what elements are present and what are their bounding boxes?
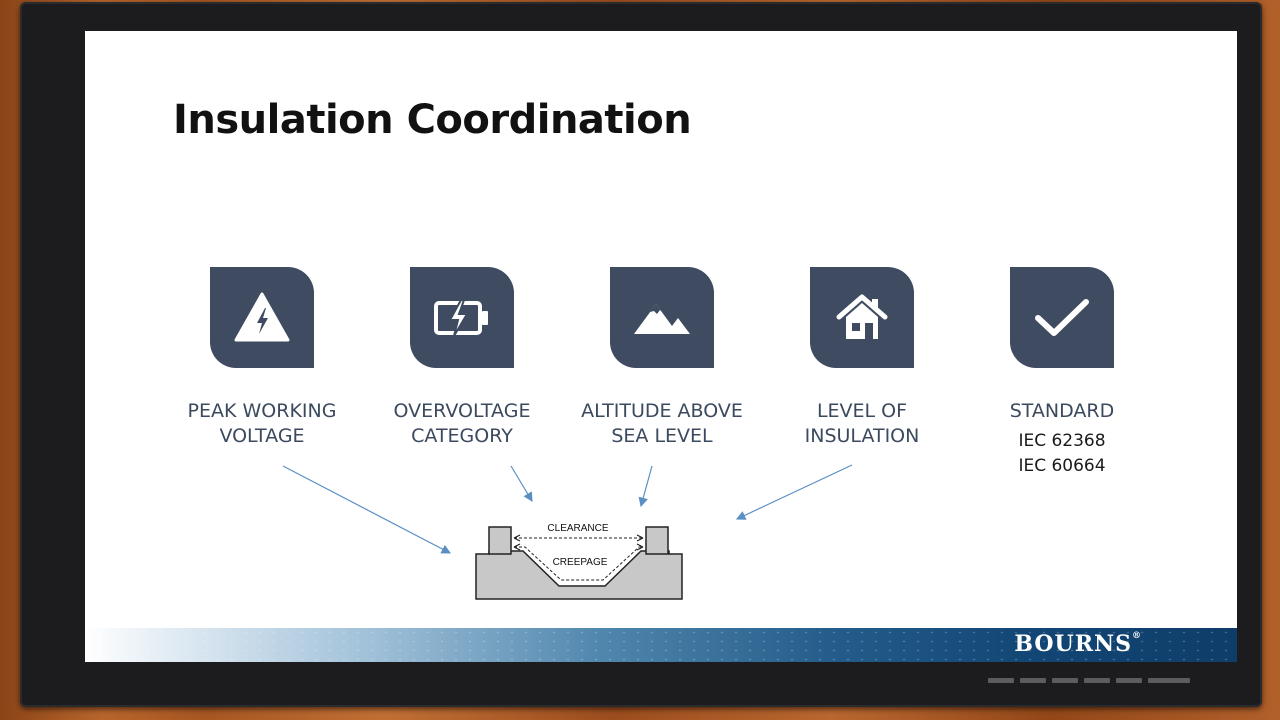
mountain-icon: [634, 303, 690, 334]
clearance-creepage-diagram: CLEARANCE CREEPAGE: [475, 523, 683, 600]
footer-pattern: [85, 628, 1237, 662]
standard-label: STANDARD: [1009, 400, 1115, 422]
connector-arrows: [282, 464, 853, 554]
conductor-left: [488, 526, 512, 555]
standard-item: IEC 60664: [1018, 456, 1106, 476]
label-line: ALTITUDE ABOVE: [581, 400, 743, 422]
label-line: SEA LEVEL: [611, 425, 713, 447]
insulation-level-tile: [810, 267, 914, 368]
house-icon: [836, 294, 888, 339]
monitor-buttons: [988, 678, 1190, 683]
battery-charge-icon: [434, 298, 488, 337]
arrow-peak-voltage: [282, 465, 452, 554]
standards-list: IEC 62368 IEC 60664: [962, 429, 1162, 479]
monitor-button[interactable]: [1116, 678, 1142, 683]
creepage-label: CREEPAGE: [553, 557, 608, 568]
altitude-tile: [610, 267, 714, 368]
peak-voltage-label: PEAK WORKING VOLTAGE: [162, 399, 362, 449]
bourns-logo: BOURNS®: [1014, 631, 1141, 657]
monitor-button[interactable]: [1020, 678, 1046, 683]
registered-mark: ®: [1132, 631, 1141, 641]
slide-footer-band: BOURNS®: [85, 628, 1237, 662]
overvoltage-tile: [410, 267, 514, 368]
altitude-label: ALTITUDE ABOVE SEA LEVEL: [562, 399, 762, 449]
monitor-bezel: Insulation Coordination PEAK WORKING VOL…: [20, 2, 1262, 707]
conductor-right: [645, 526, 669, 555]
clearance-label: CLEARANCE: [547, 523, 608, 534]
logo-text: BOURNS: [1014, 631, 1132, 657]
label-line: CATEGORY: [411, 425, 513, 447]
label-line: VOLTAGE: [219, 425, 305, 447]
label-line: LEVEL OF: [816, 400, 908, 422]
slide-title: Insulation Coordination: [173, 97, 692, 143]
label-line: OVERVOLTAGE: [393, 400, 531, 422]
peak-voltage-tile: [210, 267, 314, 368]
creepage-path: [514, 546, 643, 581]
label-line: INSULATION: [804, 425, 920, 447]
overvoltage-label: OVERVOLTAGE CATEGORY: [362, 399, 562, 449]
monitor-button[interactable]: [1052, 678, 1078, 683]
standard-item: IEC 62368: [1018, 431, 1106, 451]
monitor-button[interactable]: [988, 678, 1014, 683]
standard-tile: [1010, 267, 1114, 368]
insulation-level-label: LEVEL OF INSULATION: [762, 399, 962, 449]
slide: Insulation Coordination PEAK WORKING VOL…: [85, 31, 1237, 662]
monitor-button[interactable]: [1084, 678, 1110, 683]
monitor-button[interactable]: [1148, 678, 1190, 683]
arrow-insulation-level: [735, 464, 853, 520]
arrow-altitude: [638, 465, 653, 508]
checkmark-icon: [1035, 298, 1089, 336]
label-line: PEAK WORKING: [187, 400, 337, 422]
arrow-overvoltage: [510, 465, 533, 503]
warning-bolt-icon: [234, 292, 290, 341]
